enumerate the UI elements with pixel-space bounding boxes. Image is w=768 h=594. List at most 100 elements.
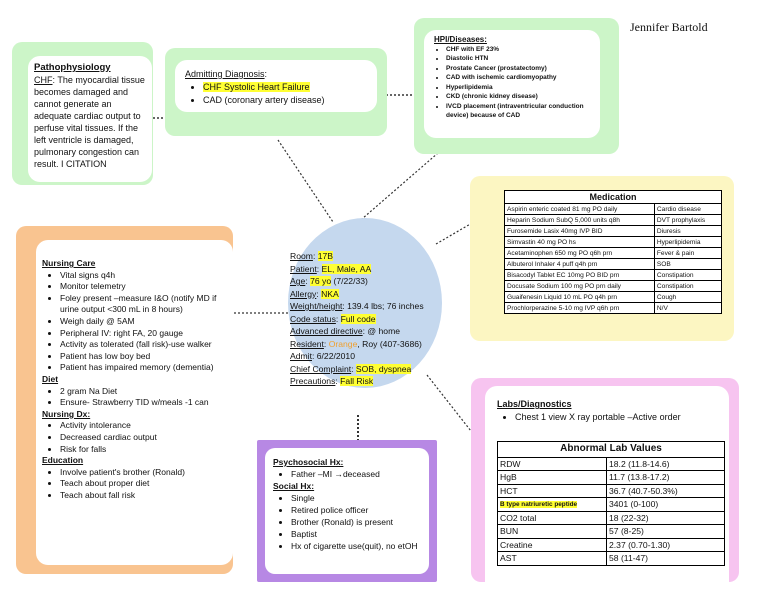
- pathophysiology-title: Pathophysiology: [34, 62, 111, 73]
- psychosocial-box: Psychosocial Hx: Father –MI →deceased So…: [257, 440, 437, 582]
- nursing-care-item: Vital signs q4h: [60, 270, 229, 282]
- lab-value: 2.37 (0.70-1.30): [606, 537, 725, 552]
- allergy-label: Allergy: [290, 288, 317, 299]
- hpi-item: CHF with EF 23%: [446, 45, 596, 55]
- psychosocial-content: Psychosocial Hx: Father –MI →deceased So…: [265, 448, 429, 574]
- room-value: 17B: [317, 251, 334, 261]
- med-indication: SOB: [653, 258, 723, 270]
- nursing-content: Nursing Care Vital signs q4h Monitor tel…: [36, 240, 233, 565]
- labs-box: Labs/Diagnostics Chest 1 view X ray port…: [471, 378, 739, 582]
- admitting-content: Admitting Diagnosis: CHF Systolic Heart …: [175, 60, 377, 112]
- pathophysiology-text: CHF: The myocardial tissue becomes damag…: [34, 74, 148, 170]
- center-circle: [288, 218, 442, 388]
- nursing-care-title: Nursing Care: [42, 258, 96, 268]
- directive-line: Advanced directive: @ home: [290, 325, 445, 338]
- social-item: Single: [291, 492, 425, 504]
- med-name: Acetaminophen 650 mg PO q6h prn: [504, 247, 655, 259]
- connector-admitting: [277, 139, 334, 223]
- diet-item: Ensure- Strawberry TID w/meals -1 can: [60, 397, 229, 409]
- precautions-line: Precautions: Fall Risk: [290, 376, 374, 386]
- med-indication: Hyperlipidemia: [653, 236, 723, 248]
- lab-value: 3401 (0-100): [606, 497, 725, 512]
- med-indication: Cough: [653, 291, 723, 303]
- code-label: Code status: [290, 313, 336, 324]
- social-item: Baptist: [291, 528, 425, 540]
- admitting-box: Admitting Diagnosis: CHF Systolic Heart …: [165, 48, 387, 136]
- nursing-care-item: Peripheral IV: right FA, 20 gauge: [60, 328, 229, 340]
- table-row: B type natriuretic peptide 3401 (0-100): [497, 497, 725, 512]
- patient-value: EL, Male, AA: [321, 263, 372, 274]
- med-name: Guaifenesin Liquid 10 mL PO q4h prn: [504, 291, 655, 303]
- age-label: Age: [290, 276, 306, 286]
- labs-title: Labs/Diagnostics: [497, 399, 572, 409]
- education-item: Teach about proper diet: [60, 478, 229, 490]
- med-indication: Cardio disease: [653, 203, 723, 215]
- lab-name: RDW: [497, 456, 607, 471]
- resident-rest: , Roy (407-3686): [357, 338, 422, 349]
- education-item: Teach about fall risk: [60, 490, 229, 502]
- medication-box: Medication Aspirin enteric coated 81 mg …: [470, 176, 734, 341]
- hpi-content: HPI/Diseases: CHF with EF 23% Diastolic …: [424, 30, 600, 138]
- lab-value: 18 (22-32): [606, 510, 725, 525]
- med-name: Aspirin enteric coated 81 mg PO daily: [504, 203, 655, 215]
- age-value: 76 yo: [310, 276, 332, 286]
- lab-name: B type natriuretic peptide: [497, 497, 607, 512]
- nursing-box: Nursing Care Vital signs q4h Monitor tel…: [16, 226, 233, 574]
- lab-table-title: Abnormal Lab Values: [497, 441, 725, 458]
- labs-item: Chest 1 view X ray portable –Active orde…: [515, 411, 725, 424]
- resident-line: Resident: Orange, Roy (407-3686): [290, 338, 422, 349]
- complaint-value: SOB, dyspnea: [355, 363, 412, 374]
- directive-label: Advanced directive: [290, 326, 363, 336]
- nursing-care-item: Activity as tolerated (fall risk)-use wa…: [60, 339, 229, 351]
- lab-value: 11.7 (13.8-17.2): [606, 470, 725, 485]
- social-item: Retired police officer: [291, 504, 425, 516]
- lab-value: 18.2 (11.8-14.6): [606, 456, 725, 471]
- resident-value: Orange: [328, 338, 358, 349]
- diet-item: 2 gram Na Diet: [60, 386, 229, 398]
- pathophysiology-content: Pathophysiology CHF: The myocardial tiss…: [28, 56, 152, 182]
- weight-label: Weight/height: [290, 301, 343, 311]
- lab-name-text: B type natriuretic peptide: [500, 500, 578, 508]
- hpi-item: Prostate Cancer (prostatectomy): [446, 64, 596, 74]
- allergy-line: Allergy: NKA: [290, 288, 339, 299]
- education-item: Involve patient's brother (Ronald): [60, 467, 229, 479]
- resident-label: Resident: [290, 338, 324, 349]
- lab-value: 36.7 (40.7-50.3%): [606, 483, 725, 498]
- allergy-value: NKA: [321, 288, 339, 299]
- nursing-care-item: Monitor telemetry: [60, 281, 229, 293]
- med-indication: DVT prophylaxis: [653, 214, 723, 226]
- admitting-item: CHF Systolic Heart Failure: [203, 81, 371, 94]
- lab-value: 58 (11-47): [606, 551, 725, 566]
- med-name: Furosemide Lasix 40mg IVP BID: [504, 225, 655, 237]
- admit-line: Admit: 6/22/2010: [290, 350, 445, 363]
- med-name: Prochlorperazine 5-10 mg IVP q6h prn: [504, 302, 655, 314]
- hpi-box: HPI/Diseases: CHF with EF 23% Diastolic …: [414, 18, 619, 154]
- admitting-item-text: CAD (coronary artery disease): [203, 95, 325, 105]
- complaint-label: Chief Complaint: [290, 363, 352, 374]
- room-label: Room: [290, 251, 313, 261]
- admitting-title: Admitting Diagnosis: [185, 69, 265, 79]
- nursing-dx-title: Nursing Dx:: [42, 408, 91, 419]
- pathophysiology-box: Pathophysiology CHF: The myocardial tiss…: [12, 42, 153, 185]
- diet-title: Diet: [42, 373, 59, 384]
- patient-line: Patient: EL, Male, AA: [290, 263, 372, 274]
- lab-name: HCT: [497, 483, 607, 498]
- patient-info: Room: 17B Patient: EL, Male, AA Age: 76 …: [290, 250, 445, 388]
- nursing-care-item: Foley present –measure I&O (notify MD if…: [60, 293, 229, 316]
- med-indication: Diuresis: [653, 225, 723, 237]
- psychosocial-item: Father –MI →deceased: [291, 468, 425, 480]
- age-dob: (7/22/33): [331, 276, 368, 286]
- precautions-label: Precautions: [290, 376, 336, 386]
- lab-value: 57 (8-25): [606, 524, 725, 539]
